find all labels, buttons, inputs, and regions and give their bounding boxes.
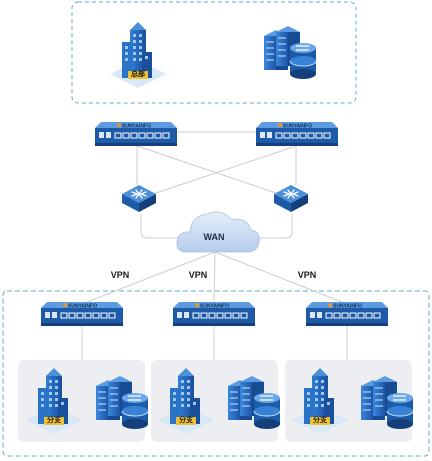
hq-zone-frame [71, 1, 357, 104]
branch-1-building-label: 分支 [47, 415, 62, 424]
wan-cloud-icon [176, 211, 260, 253]
switch-left-icon [121, 184, 157, 213]
network-links [81, 131, 348, 360]
vpn-label-2: VPN [189, 270, 208, 280]
wan-label: WAN [204, 232, 225, 242]
switch-right-icon [273, 184, 309, 213]
hq-server-database-icon [263, 25, 317, 80]
hq-building-label: 总部 [131, 69, 145, 78]
hq-building-icon [110, 22, 166, 88]
hq-firewall-right-brand: SUNYAINFO [283, 124, 312, 130]
branch-zone-frame [2, 290, 430, 457]
branch-3-firewall-brand: SUNYAINFO [333, 304, 362, 310]
vpn-label-3: VPN [298, 270, 317, 280]
branch-2-building-label: 分支 [179, 415, 194, 424]
branch-2-firewall-brand: SUNYAINFO [200, 304, 229, 310]
branch-1-firewall-brand: SUNYAINFO [68, 304, 97, 310]
hq-firewall-left-brand: SUNYAINFO [122, 124, 151, 130]
branch-3-building-label: 分支 [313, 415, 328, 424]
vpn-label-1: VPN [111, 270, 130, 280]
